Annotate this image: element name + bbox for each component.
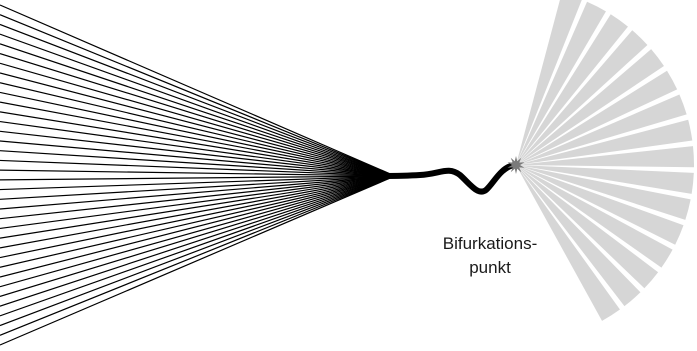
converging-line: [0, 175, 396, 307]
converging-line: [0, 175, 396, 230]
converging-line: [0, 33, 396, 177]
converging-line: [0, 175, 396, 181]
fan-segment: [516, 0, 582, 165]
fan-segment: [516, 165, 694, 194]
converging-line: [0, 150, 396, 177]
converging-line: [0, 120, 396, 177]
converging-line: [0, 175, 396, 317]
diverging-fan: [516, 0, 695, 321]
converging-line: [0, 175, 396, 239]
fan-segment: [516, 165, 620, 321]
converging-line: [0, 62, 396, 177]
bifurcation-label: Bifurkations- punkt: [400, 232, 580, 280]
fan-segment: [516, 119, 693, 165]
fan-segment: [516, 1, 606, 166]
converging-line: [0, 43, 396, 177]
converging-line: [0, 14, 396, 177]
fan-segment: [516, 94, 687, 165]
converging-line: [0, 175, 396, 191]
fan-segment: [516, 49, 664, 165]
fan-segment: [516, 70, 678, 165]
converging-lines: [0, 4, 396, 346]
converging-line: [0, 175, 396, 298]
converging-line: [0, 130, 396, 177]
converging-line: [0, 4, 396, 177]
converging-line: [0, 175, 396, 346]
trajectory-path: [377, 162, 517, 195]
converging-line: [0, 175, 396, 278]
converging-line: [0, 111, 396, 177]
converging-line: [0, 140, 396, 177]
converging-line: [0, 175, 396, 288]
converging-line: [0, 175, 396, 259]
converging-line: [0, 52, 396, 177]
converging-line: [0, 175, 396, 268]
bifurcation-label-line1: Bifurkations-: [442, 234, 538, 253]
fan-segment: [516, 146, 695, 168]
bifurcation-star-icon: [507, 156, 525, 174]
converging-line: [0, 175, 396, 220]
fan-segment: [516, 165, 684, 245]
fan-segment: [516, 165, 673, 268]
fan-segment: [516, 165, 659, 289]
converging-line: [0, 175, 396, 336]
converging-line: [0, 91, 396, 177]
fan-segment: [516, 14, 628, 166]
fan-segment: [516, 165, 691, 220]
converging-line: [0, 175, 396, 210]
converging-line: [0, 159, 396, 177]
fan-segment: [516, 30, 648, 166]
converging-line: [0, 72, 396, 177]
fan-segment: [516, 165, 641, 307]
converging-line: [0, 175, 396, 327]
converging-line: [0, 169, 396, 177]
bifurcation-label-line2: punkt: [469, 258, 511, 277]
converging-line: [0, 175, 396, 200]
converging-line: [0, 101, 396, 177]
converging-line: [0, 82, 396, 177]
converging-line: [0, 175, 396, 249]
converging-line: [0, 23, 396, 177]
